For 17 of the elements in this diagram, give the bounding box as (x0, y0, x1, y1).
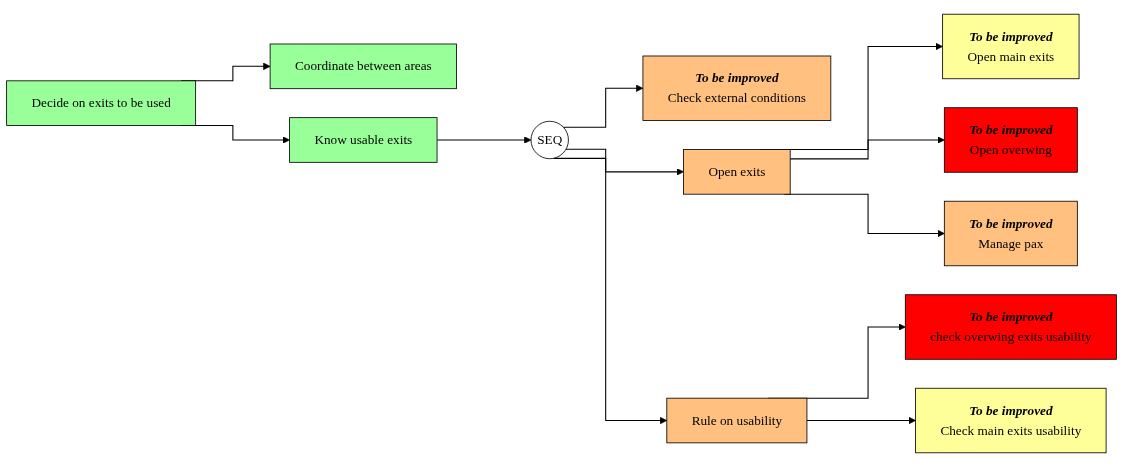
node-box: To be improved Open overwing (943, 107, 1078, 173)
arrow (789, 136, 945, 160)
arrow (562, 84, 644, 128)
node-box: Open exits (683, 149, 791, 195)
arrow (436, 136, 532, 144)
arrow (565, 148, 684, 176)
node-box: Know usable exits (289, 117, 438, 163)
node-box: To be improved Open main exits (942, 13, 1080, 80)
node-circle: SEQ (530, 120, 569, 160)
node-box: To be improved Check external conditions (642, 55, 832, 121)
node-box: Decide on exits to be used (6, 80, 197, 126)
node-box: To be improved Check main exits usability (915, 387, 1107, 454)
node-box: To be improved Manage pax (943, 200, 1078, 267)
node-box: Rule on usability (666, 397, 808, 444)
node-box: Coordinate between areas (269, 43, 457, 90)
arrow (806, 416, 916, 425)
node-box: To be improved check overwing exits usability (904, 294, 1117, 360)
